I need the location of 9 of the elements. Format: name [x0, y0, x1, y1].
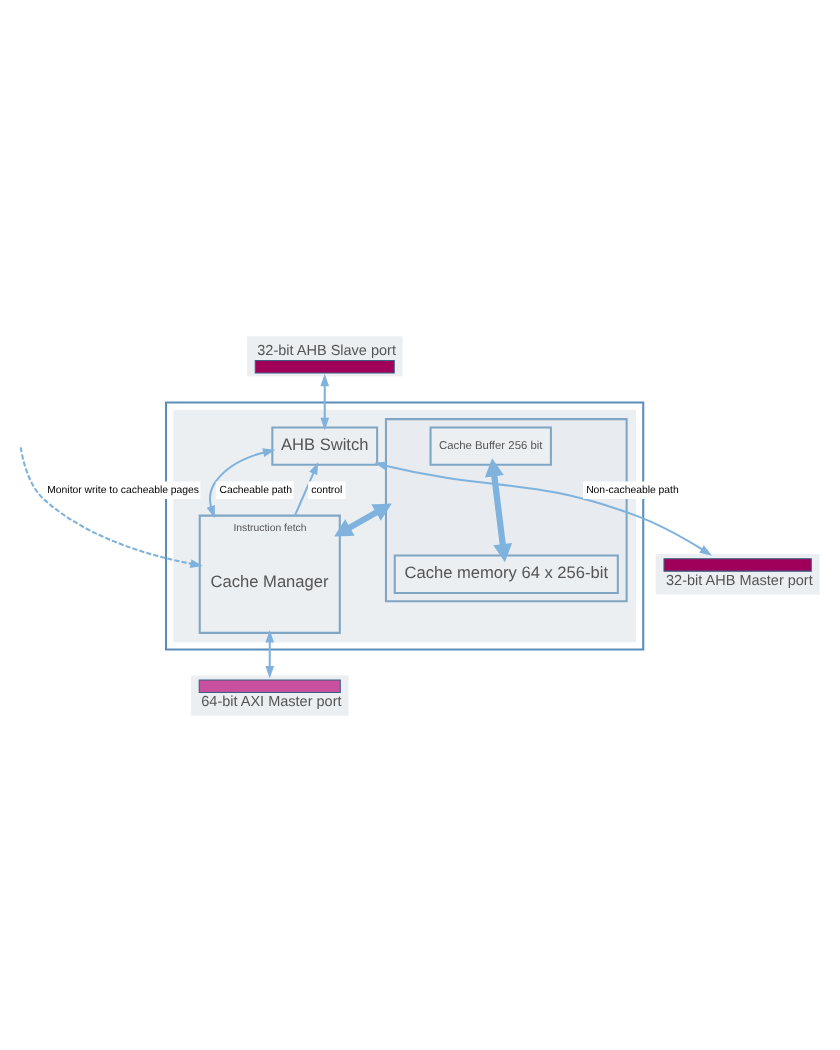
arrow	[334, 502, 392, 536]
arrow	[374, 460, 713, 555]
node-box: AHB Switch	[271, 425, 379, 465]
arrow	[206, 447, 276, 518]
arrow	[265, 629, 275, 678]
node-box: Cache memory 64 x 256-bit	[393, 553, 619, 593]
arrow	[484, 457, 513, 562]
arrow	[293, 461, 319, 515]
arrow	[320, 372, 330, 430]
